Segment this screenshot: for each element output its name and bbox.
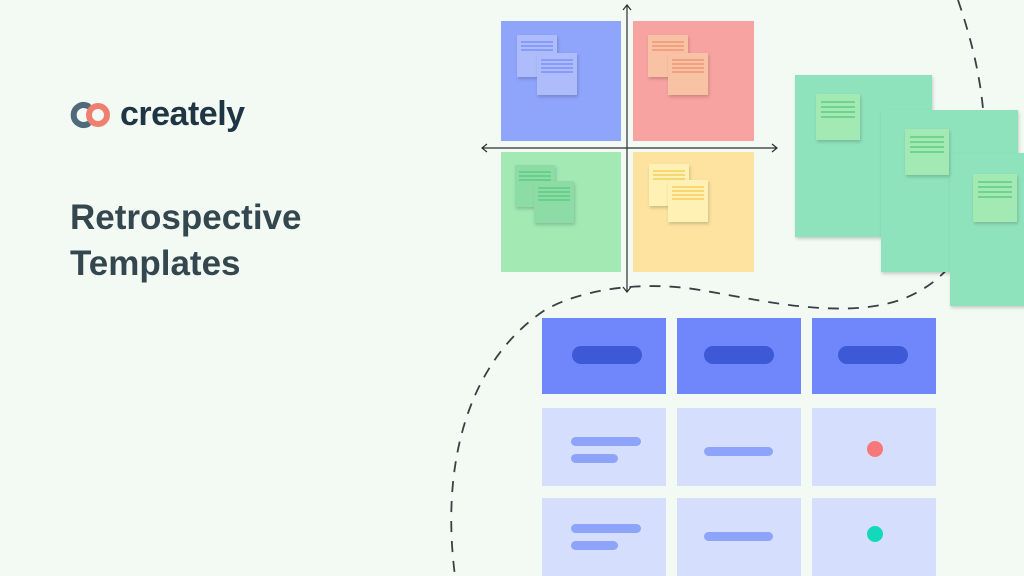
status-dot-red [867, 441, 883, 457]
table-cell [542, 498, 666, 576]
green-board-stack [795, 75, 1024, 306]
sticky-note [816, 94, 860, 140]
title-line-1: Retrospective [70, 198, 302, 237]
quadrant-matrix-icon [481, 4, 778, 293]
title-line-2: Templates [70, 244, 241, 283]
brand-name: creately [120, 95, 245, 133]
axis-arrows [481, 4, 778, 293]
sticky-note [973, 174, 1017, 222]
status-dot-teal [867, 526, 883, 542]
table-cell [542, 408, 666, 486]
creately-logo-icon [70, 101, 110, 128]
page-title: Retrospective Templates [70, 195, 301, 287]
sticky-note [905, 129, 949, 175]
retro-table-icon [542, 318, 936, 576]
creately-logo: creately [70, 95, 245, 134]
